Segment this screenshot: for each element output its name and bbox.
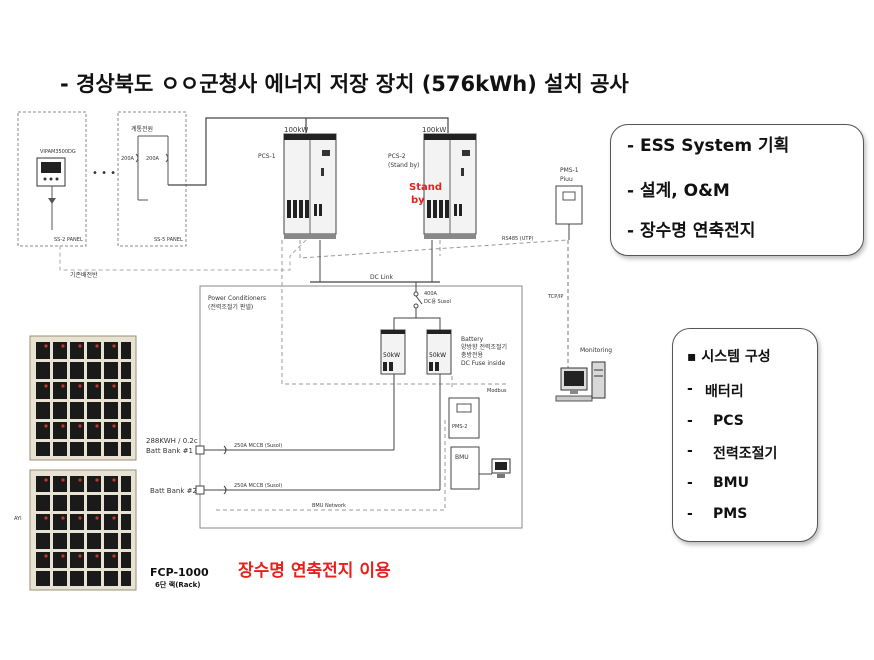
system-composition-box: ▪ 시스템 구성 - 배터리 - PCS - 전력조절기 - BMU - PMS — [672, 328, 818, 542]
battery-rack-1-icon — [29, 335, 137, 461]
pms2-label: PMS-2 — [452, 424, 468, 430]
modbus-label: Modbus — [487, 388, 507, 394]
ss5-panel — [117, 111, 187, 247]
battery-rack-2-icon — [29, 469, 137, 591]
ess-item-2: - 설계, O&M — [627, 181, 730, 201]
monitoring-computer-icon — [555, 361, 606, 402]
system-item-1-dash: - — [687, 381, 693, 397]
mccb2-label: 250A MCCB (Susol) — [234, 483, 282, 489]
converter-2-icon — [426, 329, 452, 375]
bmu-label: BMU — [455, 454, 469, 461]
system-item-2: PCS — [713, 413, 744, 429]
pc-sub: (전력조절기 판넬) — [208, 303, 253, 311]
fuse-type: DC용 Susol — [424, 299, 451, 305]
battery-desc-2: 양방향 전력조절기 — [461, 343, 507, 351]
ss5-label: SS-5 PANEL — [154, 237, 183, 243]
converter-1-rating: 50kW — [383, 352, 400, 359]
pcs2-name: PCS-2 — [388, 153, 406, 160]
fuse-rating: 400A — [424, 291, 438, 297]
monitoring-label: Monitoring — [580, 347, 612, 354]
pcs2-sub: (Stand by) — [388, 162, 419, 169]
bank1-label: Batt Bank #1 — [146, 447, 193, 455]
bmu-network-label: BMU Network — [312, 503, 346, 509]
bmu-panel-icon — [450, 446, 480, 490]
system-item-2-dash: - — [687, 413, 693, 429]
breaker-a-label: 200A — [121, 156, 135, 162]
pc-title: Power Conditioners — [208, 295, 266, 302]
system-item-1: 배터리 — [705, 384, 744, 400]
pms1-name: PMS-1 — [560, 167, 579, 174]
pcs1-cabinet-icon — [283, 133, 337, 239]
battery-desc-3: 충방전용 — [461, 351, 484, 359]
grid-power-label: 계통전원 — [131, 125, 153, 133]
standby-label-line1: Stand — [409, 182, 442, 193]
ss2-label: SS-2 PANEL — [54, 237, 83, 243]
system-item-5: PMS — [713, 506, 748, 522]
system-item-4: BMU — [713, 475, 749, 491]
ess-summary-box: - ESS System 기획 - 설계, O&M - 장수명 연축전지 — [610, 124, 864, 256]
system-header: ▪ 시스템 구성 — [687, 349, 771, 365]
power-conditioner-panel — [199, 285, 523, 529]
pcs1-rating: 100kW — [284, 126, 308, 134]
vipam-label: VIPAM3500DG — [40, 149, 76, 155]
rack-model-label: FCP-1000 — [150, 566, 209, 579]
pcs2-rating: 100kW — [422, 126, 446, 134]
standby-label-line2: by — [411, 195, 425, 206]
bank2-label: Batt Bank #2 — [150, 487, 197, 495]
tcpip-label: TCP/IP — [547, 294, 563, 300]
dc-link-label: DC Link — [370, 274, 394, 281]
breaker-b-label: 200A — [146, 156, 160, 162]
pms2-panel-icon — [448, 397, 480, 439]
system-item-3-dash: - — [687, 443, 693, 459]
pcs2-cabinet-icon — [423, 133, 477, 239]
pms1-sub: Piuu — [560, 176, 573, 183]
ess-item-3: - 장수명 연축전지 — [627, 221, 756, 241]
battery-desc-1: Battery — [461, 336, 484, 343]
battery-desc-4: DC Fuse inside — [461, 360, 505, 367]
existing-panel-label: 기존배전반 — [70, 271, 98, 279]
ess-item-1: - ESS System 기획 — [627, 136, 790, 156]
converter-1-icon — [380, 329, 406, 375]
ellipsis: • • • — [92, 168, 116, 179]
caption-long-life-battery: 장수명 연축전지 이용 — [238, 561, 391, 581]
converter-2-rating: 50kW — [429, 352, 446, 359]
page-title: - 경상북도 ㅇㅇ군청사 에너지 저장 장치 (576kWh) 설치 공사 — [60, 72, 629, 96]
pcs1-name: PCS-1 — [258, 153, 276, 160]
rs485-label: RS485 (UTP) — [502, 236, 533, 242]
system-item-4-dash: - — [687, 475, 693, 491]
rack-sub-label: 6단 랙(Rack) — [155, 581, 201, 589]
system-item-3: 전력조절기 — [713, 446, 778, 462]
bank-rating-label: 288KWH / 0.2c — [146, 437, 198, 445]
rack-left-label: AYI — [14, 516, 22, 522]
mccb1-label: 250A MCCB (Susol) — [234, 443, 282, 449]
system-item-5-dash: - — [687, 506, 693, 522]
